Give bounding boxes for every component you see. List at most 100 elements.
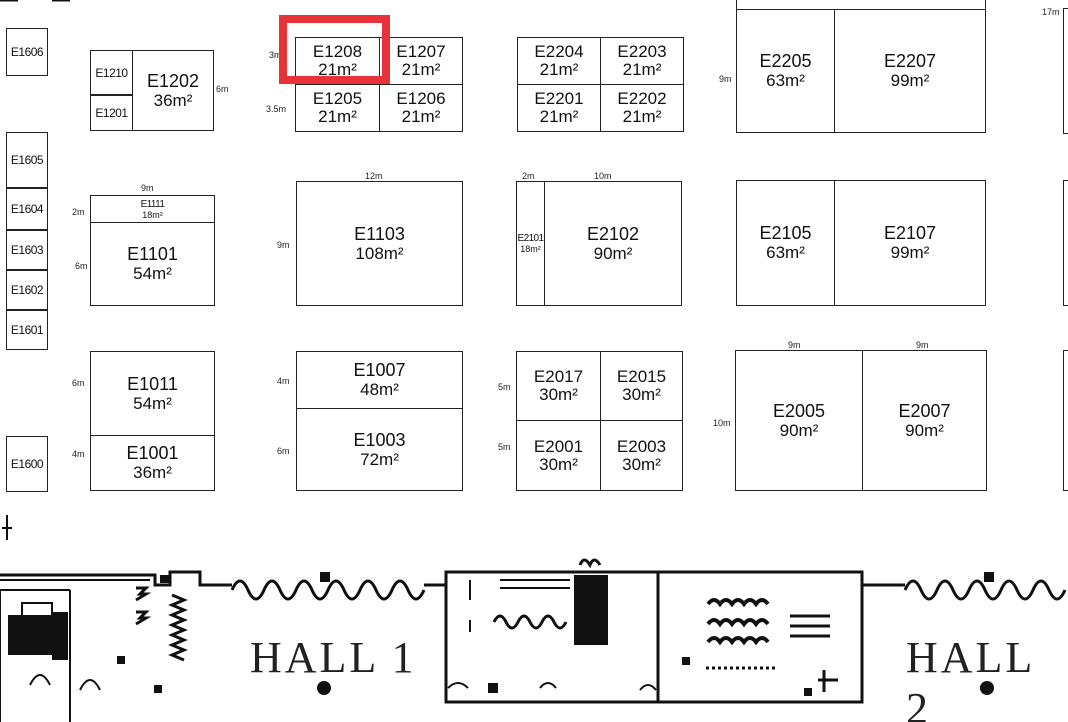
booth-size: 90m² — [905, 420, 944, 440]
booth-size: 90m² — [779, 420, 819, 440]
booth-id: E1007 — [353, 360, 406, 380]
booth-id: E2007 — [898, 400, 951, 421]
booth-id: E1003 — [353, 429, 406, 450]
dimension-label: 9m — [788, 340, 801, 350]
booth-e1601[interactable]: E1601 — [6, 310, 48, 350]
booth-partial-right-3 — [1063, 350, 1068, 491]
booth-id: E1201 — [95, 106, 128, 120]
booth-id: E2205 — [759, 50, 812, 71]
booth-size: 54m² — [133, 393, 172, 413]
booth-size: 99m² — [890, 243, 930, 262]
booth-size: 36m² — [133, 463, 172, 482]
booth-id: E2107 — [883, 223, 937, 243]
dimension-label: 9m — [719, 74, 732, 84]
equipment-block — [8, 615, 52, 655]
booth-e1600[interactable]: E1600 — [6, 436, 48, 492]
dimension-label: 2m — [72, 207, 85, 217]
booth-e1210[interactable]: E1210 — [90, 50, 133, 95]
booth-size: 21m² — [622, 107, 662, 126]
booth-id: E1606 — [10, 45, 44, 59]
booth-e1603[interactable]: E1603 — [6, 230, 48, 270]
dimension-label: 9m — [141, 183, 154, 193]
booth-id: E1011 — [127, 373, 178, 394]
booth-size: 36m² — [153, 90, 193, 110]
booth-id: E2017 — [533, 367, 584, 386]
booth-id: E2202 — [617, 89, 667, 108]
wave-wall — [230, 579, 426, 601]
hall-wall — [0, 570, 232, 587]
booth-size: 63m² — [766, 70, 805, 90]
booth-id: E1602 — [10, 283, 44, 297]
booth-id: E2102 — [586, 223, 640, 244]
dimension-label: 10m — [594, 171, 612, 181]
booth-id: E1605 — [10, 153, 44, 167]
hall-1-label: HALL 1 — [250, 633, 417, 682]
booth-e1604[interactable]: E1604 — [6, 188, 48, 230]
booth-size: 30m² — [622, 454, 661, 474]
booth-id: E1210 — [95, 65, 128, 80]
booth-e1605[interactable]: E1605 — [6, 132, 48, 188]
dimension-label: 6m — [72, 378, 85, 388]
hall-2-label: HALL 2 — [906, 633, 1034, 722]
booth-size: 21m² — [318, 107, 357, 126]
dimension-label: 3m — [269, 50, 282, 60]
booth-id: E1208 — [312, 42, 363, 61]
dimension-label: 17m — [1042, 7, 1060, 17]
booth-e1201[interactable]: E1201 — [90, 95, 133, 131]
booth-id: E2105 — [759, 223, 812, 243]
booth-id: E2207 — [883, 50, 937, 71]
booth-partial-right-1 — [1063, 8, 1068, 134]
booth-id: E2204 — [534, 42, 584, 61]
booth-id: E1207 — [396, 42, 446, 61]
booth-id: E1604 — [10, 202, 44, 216]
booth-e1602[interactable]: E1602 — [6, 270, 48, 310]
booth-id: E1103 — [354, 223, 405, 244]
booth-size: 54m² — [133, 264, 172, 283]
booth-size: 108m² — [355, 243, 404, 263]
dimension-label: 5m — [498, 382, 511, 392]
booth-id: E2101 — [517, 233, 545, 244]
booth-size: 21m² — [401, 107, 441, 126]
booth-id: E2015 — [616, 367, 667, 386]
booth-id: E1205 — [312, 89, 363, 108]
booth-size: 30m² — [622, 385, 661, 404]
dimension-label: 4m — [277, 376, 290, 386]
booth-size: 48m² — [360, 380, 399, 399]
booth-id: E1206 — [396, 89, 446, 108]
booth-partial-top — [736, 0, 986, 10]
booth-size: 21m² — [539, 107, 579, 126]
booth-id: E1202 — [146, 70, 200, 91]
booth-id: E1001 — [126, 443, 179, 463]
booth-size: 63m² — [766, 243, 805, 262]
service-block — [444, 570, 864, 704]
booth-size: 21m² — [622, 60, 662, 79]
dimension-label: 6m — [216, 84, 229, 94]
booth-e1606[interactable]: E1606 — [6, 28, 48, 76]
booth-size: 21m² — [539, 60, 579, 79]
scale-mark — [2, 515, 12, 540]
booth-id: E2003 — [616, 436, 667, 456]
booth-size: 72m² — [360, 449, 399, 469]
